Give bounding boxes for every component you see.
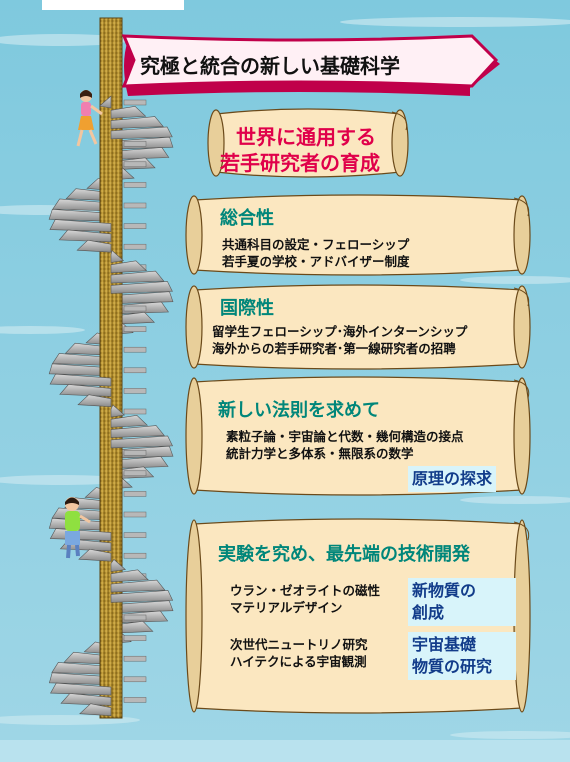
- stair-rung: [123, 697, 147, 703]
- section-5-group-2-tag: 宇宙基礎 物質の研究: [408, 632, 516, 680]
- section-2-line-1: 共通科目の設定・フェローシップ: [222, 237, 410, 252]
- stair-rung: [123, 532, 147, 538]
- section-5-group-2-tag-line-2: 物質の研究: [412, 657, 493, 676]
- scroll-panel: [185, 284, 531, 370]
- stair-rung: [123, 367, 147, 374]
- stair-step: [110, 270, 165, 284]
- section-1-heading-line-2: 若手研究者の育成: [220, 151, 380, 175]
- stair-step: [110, 105, 147, 119]
- stair-rung: [123, 388, 147, 394]
- section-5-heading: 実験を究め、最先端の技術開発: [218, 544, 470, 565]
- stair-rung: [123, 635, 147, 641]
- stair-step: [59, 384, 112, 397]
- stair-rung: [123, 161, 147, 168]
- title-banner: [121, 34, 500, 96]
- scroll-panel: [185, 194, 531, 276]
- section-3-line-2: 海外からの若手研究者･第一線研究者の招聘: [212, 341, 456, 356]
- scroll-panel: [185, 376, 531, 496]
- stair-rung: [123, 511, 147, 518]
- stair-step: [78, 548, 112, 562]
- section-5-group-2-line-2: ハイテクによる宇宙観測: [230, 654, 367, 669]
- stair-step: [110, 281, 173, 294]
- stair-step: [110, 414, 149, 428]
- section-5-group-1-tag: 新物質の 創成: [408, 578, 516, 626]
- section-2-heading: 総合性: [220, 208, 274, 229]
- stair-rung: [123, 408, 147, 415]
- stair-step: [50, 682, 112, 696]
- stair-rung: [123, 243, 147, 250]
- section-1-heading-line-1: 世界に通用する: [236, 125, 376, 149]
- stair-rung: [123, 326, 147, 332]
- section-5-group-1-tag-line-2: 創成: [412, 603, 445, 622]
- stair-rung: [123, 552, 147, 559]
- stair-step: [49, 373, 112, 387]
- section-3-line-1: 留学生フェローシップ･海外インターンシップ: [212, 324, 468, 339]
- stair-step: [110, 404, 126, 418]
- stair-step: [98, 95, 112, 109]
- stair-step: [110, 435, 173, 449]
- stair-step: [49, 219, 112, 232]
- section-4-tag: 原理の探求: [408, 466, 497, 492]
- section-4-line-1: 素粒子論・宇宙論と代数・幾何構造の接点: [226, 429, 464, 444]
- section-4-line-2: 統計力学と多体系・無限系の数学: [226, 446, 414, 461]
- scroll-panel: [207, 108, 409, 178]
- stair-rung: [123, 449, 147, 456]
- section-5-group-2-line-1: 次世代ニュートリノ研究: [230, 637, 368, 652]
- stair-step: [110, 590, 174, 603]
- stair-step: [110, 116, 164, 129]
- stair-step: [110, 579, 166, 593]
- stair-step: [110, 126, 173, 140]
- stair-rung: [123, 346, 147, 353]
- stair-step: [77, 394, 112, 408]
- stair-step: [79, 703, 112, 717]
- section-5-group-1-line-2: マテリアルデザイン: [230, 600, 343, 615]
- section-2-line-2: 若手夏の学校・アドバイザー制度: [222, 254, 410, 269]
- stair-rung: [123, 223, 147, 229]
- stair-step: [110, 425, 165, 438]
- climbing-boy-figure: [65, 497, 91, 559]
- stair-rung: [123, 305, 147, 312]
- page-title: 究極と統合の新しい基礎科学: [140, 54, 400, 78]
- section-3-heading: 国際性: [220, 298, 274, 319]
- stair-step: [76, 239, 112, 253]
- section-4-heading: 新しい法則を求めて: [218, 400, 380, 421]
- stair-rung: [123, 491, 147, 497]
- section-5-group-2-tag-line-1: 宇宙基礎: [412, 635, 477, 654]
- stair-rung: [123, 470, 147, 477]
- stair-step: [60, 693, 112, 706]
- stair-step: [110, 249, 125, 263]
- stair-rung: [123, 202, 147, 209]
- stair-rung: [123, 614, 147, 621]
- stair-rung: [123, 99, 147, 106]
- stair-rung: [123, 676, 147, 683]
- climbing-woman-figure: [76, 90, 103, 147]
- stair-step: [110, 559, 127, 572]
- section-5-group-1-line-1: ウラン・ゼオライトの磁性: [230, 583, 381, 598]
- stair-rung: [123, 140, 147, 147]
- stair-step: [110, 569, 149, 583]
- section-5-group-1-tag-line-1: 新物質の: [412, 581, 477, 600]
- stair-step: [110, 260, 148, 274]
- stair-rung: [123, 655, 147, 662]
- stair-step: [58, 229, 112, 243]
- stair-rung: [123, 182, 147, 188]
